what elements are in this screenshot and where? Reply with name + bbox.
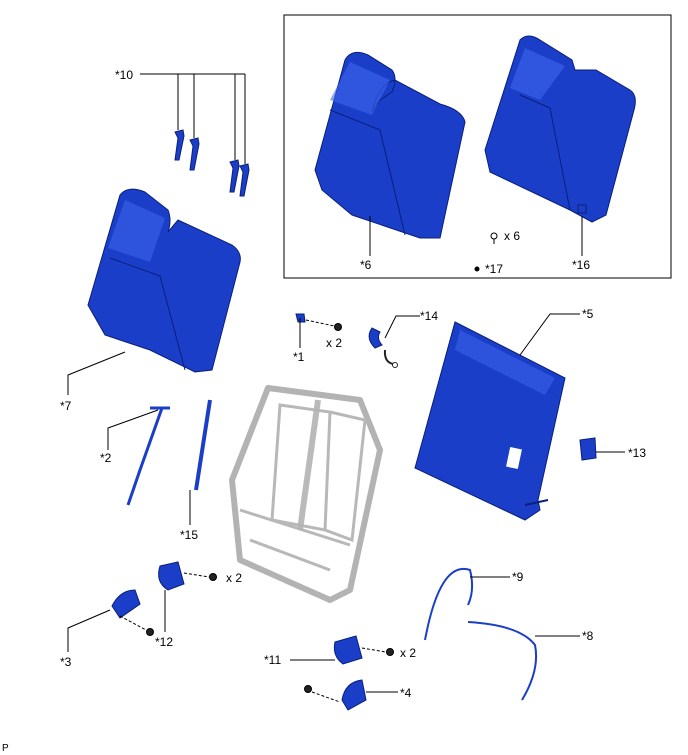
clip-dot-part-17: [474, 266, 480, 272]
pin-fasteners-part-10: [174, 129, 250, 197]
callout-15: *15: [180, 528, 198, 542]
callout-1: *1: [293, 350, 305, 364]
seatback-assembly-part-7: [87, 188, 241, 373]
leader-7: [67, 351, 126, 395]
release-handle-part-14: [368, 327, 398, 368]
seatback-cover-part-6: [314, 51, 466, 239]
bracket-part-13: [579, 437, 597, 461]
cover-part-11: [333, 635, 363, 665]
seatback-pad-part-16: [484, 35, 636, 223]
bolt-part-4: [304, 685, 312, 693]
callout-2: *2: [100, 451, 112, 465]
callout-11: *11: [264, 653, 281, 667]
callout-8: *8: [582, 629, 594, 643]
seat-frame: [229, 385, 383, 603]
callout-17: *17: [485, 262, 503, 276]
bolt-part-3: [146, 628, 154, 636]
quantity-part-12: x 2: [226, 571, 242, 585]
hog-ring-icon: [490, 232, 498, 244]
bolt-part-12a: [209, 573, 217, 581]
cover-part-12: [158, 561, 185, 591]
bolt-leader-part-11: [361, 647, 387, 653]
leader-14: [384, 315, 420, 339]
quantity-part-1: x 2: [326, 336, 342, 350]
callout-4: *4: [400, 686, 412, 700]
callout-14: *14: [420, 309, 438, 323]
seatback-board-part-5: [414, 321, 566, 521]
inset-box: [283, 14, 672, 279]
quantity-hog-ring: x 6: [504, 229, 520, 243]
bolt-leader-part-3: [119, 615, 147, 631]
callout-9: *9: [512, 570, 524, 584]
cover-part-3: [111, 589, 141, 619]
bolt-part-11: [386, 648, 394, 656]
leader-10: [140, 73, 246, 164]
callout-12: *12: [155, 635, 173, 649]
bolt-part-1: [334, 323, 342, 331]
callout-5: *5: [582, 307, 594, 321]
leader-2: [107, 409, 159, 450]
leader-5: [519, 313, 580, 356]
callout-16: *16: [572, 258, 590, 272]
callout-6: *6: [360, 258, 372, 272]
callout-10: *10: [115, 68, 133, 82]
cable-part-2: [126, 406, 170, 506]
cover-part-4: [341, 679, 367, 711]
callout-3: *3: [60, 655, 72, 669]
callout-7: *7: [60, 399, 72, 413]
cable-part-9: [424, 567, 474, 641]
callout-13: *13: [628, 446, 646, 460]
bolt-leader-part-1: [305, 319, 335, 327]
strip-part-15: [194, 399, 212, 491]
cable-part-8: [467, 621, 538, 701]
leader-3: [67, 609, 111, 652]
corner-mark: P: [2, 743, 9, 754]
quantity-part-11: x 2: [400, 646, 416, 660]
bolt-leader-part-4: [311, 691, 341, 703]
bolt-leader-12a: [183, 572, 210, 578]
